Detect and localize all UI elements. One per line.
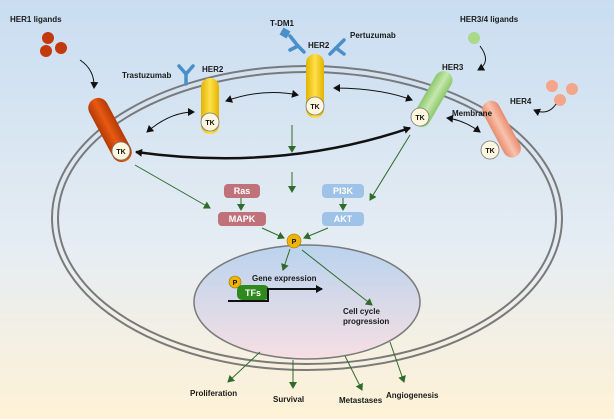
pi3k-box xyxy=(322,184,364,198)
membrane-label: Membrane xyxy=(452,109,493,118)
tdm1-antibody-icon xyxy=(279,27,306,54)
akt-label: AKT xyxy=(334,214,353,224)
akt-box xyxy=(322,212,364,226)
dimer-arrow-her3-her4 xyxy=(446,114,481,133)
tfs-box xyxy=(237,285,269,300)
her1-to-mapk-arrow xyxy=(134,164,211,209)
her2-center-label: HER2 xyxy=(308,41,330,50)
mapk-box xyxy=(218,212,266,226)
to-metastases-arrow xyxy=(344,355,363,391)
tfs-phospho-label: P xyxy=(233,280,238,287)
trastuzumab-antibody-icon xyxy=(177,64,195,86)
proliferation-label: Proliferation xyxy=(190,389,237,398)
her1-tk-icon xyxy=(111,141,131,161)
akt-to-p-arrow xyxy=(303,227,329,240)
signaling-arrows xyxy=(134,125,411,391)
dimerization-arrows xyxy=(146,84,481,133)
her34-ligand-icon xyxy=(468,32,480,44)
pertuzumab-antibody-icon xyxy=(328,38,346,56)
her4-receptor xyxy=(482,100,521,158)
ras-box xyxy=(224,184,260,198)
gene-expression-label: Gene expression xyxy=(252,274,317,283)
her3-tk-icon xyxy=(410,107,430,127)
phospho-p-label: P xyxy=(292,239,297,246)
her2-left-tk-label: TK xyxy=(205,120,214,127)
pertuzumab-label: Pertuzumab xyxy=(350,31,396,40)
her34-ligand-arrow xyxy=(477,45,486,71)
her3-label: HER3 xyxy=(442,63,464,72)
her3-tk-label: TK xyxy=(415,115,424,122)
her1-ligands-icon xyxy=(40,32,67,57)
her1-tk-label: TK xyxy=(116,149,125,156)
her1-ligands-label: HER1 ligands xyxy=(10,15,62,24)
p-to-gene-arrow xyxy=(281,248,291,271)
metastases-label: Metastases xyxy=(339,396,383,405)
her2-center-tk-icon xyxy=(305,96,325,116)
tfs-label: TFs xyxy=(245,288,261,298)
her4-tk-icon xyxy=(480,140,500,160)
cell-cycle-label-line1: Cell cycle xyxy=(343,307,380,316)
pi3k-label: PI3K xyxy=(333,186,354,196)
trastuzumab-label: Trastuzumab xyxy=(122,71,171,80)
nucleus xyxy=(193,244,421,360)
dimer-arrow-her2-her2 xyxy=(225,89,299,103)
cell-cycle-label-line2: progression xyxy=(343,317,389,326)
tfs-phospho-icon xyxy=(228,275,242,289)
phospho-p-icon xyxy=(286,233,302,249)
mapk-label: MAPK xyxy=(229,214,256,224)
her34-ligands-label: HER3/4 ligands xyxy=(460,15,519,24)
her4-ligands-icon xyxy=(546,80,578,106)
tdm1-label: T-DM1 xyxy=(270,19,295,28)
to-angiogenesis-arrow xyxy=(389,341,406,383)
her4-ligand-arrow xyxy=(533,103,557,117)
her2-center-tk-label: TK xyxy=(310,104,319,111)
mapk-to-p-arrow xyxy=(261,227,285,240)
gene-line xyxy=(228,285,323,302)
to-proliferation-arrow xyxy=(227,351,261,383)
her1-ligand-arrow xyxy=(79,59,99,89)
survival-label: Survival xyxy=(273,395,304,404)
dimer-arrow-her2-her3 xyxy=(333,84,413,102)
dimer-arrow-her1-her3 xyxy=(135,126,411,160)
angiogenesis-label: Angiogenesis xyxy=(386,391,439,400)
her4-tk-label: TK xyxy=(485,148,494,155)
her4-label: HER4 xyxy=(510,97,532,106)
ras-label: Ras xyxy=(234,186,251,196)
her2-left-label: HER2 xyxy=(202,65,224,74)
her3-to-pi3k-arrow xyxy=(369,134,411,201)
p-to-cell-cycle-arrow xyxy=(301,249,373,306)
